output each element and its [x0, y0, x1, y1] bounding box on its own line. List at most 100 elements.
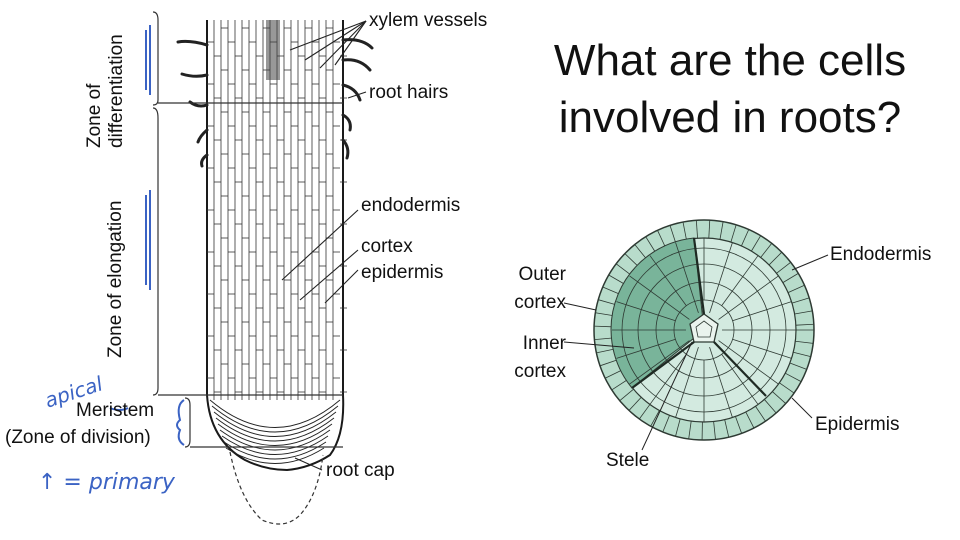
epidermis-cell-wall: [794, 310, 813, 315]
root-cap-label: root cap: [326, 460, 395, 481]
cs-stele-label: Stele: [606, 450, 650, 471]
meristem-arc: [223, 441, 327, 460]
cortex-cell-wall: [649, 255, 687, 306]
epidermis-cell-wall: [735, 416, 742, 434]
epidermis-cell-wall: [787, 284, 805, 293]
inner-cortex-line1: Inner: [522, 333, 566, 354]
zone-differentiation-label: Zone of differentiation: [84, 34, 128, 148]
endodermis-label: endodermis: [361, 195, 461, 216]
dark-cortex-sector: [610, 237, 705, 389]
epidermis-cell-wall: [724, 419, 730, 438]
root-cross-section: [563, 219, 829, 451]
meristem-arc: [211, 405, 339, 433]
epidermis-cell-wall: [793, 351, 811, 357]
epidermis-cell-wall: [611, 379, 628, 391]
epidermis-cell-wall: [669, 225, 676, 243]
cortex-cell-wall: [675, 346, 699, 418]
epidermis-cell-wall: [599, 359, 618, 367]
epidermis-cell-wall: [776, 261, 791, 274]
cortex-label: cortex: [361, 236, 413, 257]
cs-outer-cortex-label: Outer cortex: [494, 264, 566, 314]
epidermis-cell-wall: [594, 337, 613, 340]
cross-pointers: [563, 254, 829, 451]
stele: [689, 313, 719, 343]
outer-cortex-line2: cortex: [514, 292, 566, 313]
meristem-arc: [221, 435, 329, 455]
meristem-arc: [213, 411, 337, 437]
epidermis-cell-wall: [772, 391, 787, 404]
epidermis-cell-wall: [791, 297, 810, 304]
epidermis-cell-wall: [695, 220, 698, 239]
epidermis-cell-wall: [760, 243, 773, 258]
epidermis-cell-wall: [745, 411, 755, 429]
epidermis-cell-wall: [624, 253, 639, 267]
epidermis-cell-wall: [751, 235, 761, 252]
epidermis-label: epidermis: [361, 262, 444, 283]
handwritten-marks: [109, 25, 185, 446]
outer-cortex-line1: Outer: [518, 264, 566, 285]
epidermis-cell-wall: [615, 263, 631, 275]
epidermis-cell-wall: [634, 244, 647, 259]
epidermis-cell-wall: [795, 340, 814, 344]
epidermis-cell-wall: [768, 251, 783, 266]
epidermis-cell-wall: [708, 220, 711, 239]
meristem-arc: [215, 417, 335, 442]
zone-division-label: (Zone of division): [5, 427, 151, 448]
cortex-cell-wall: [721, 354, 759, 405]
epidermis-cell-wall: [619, 388, 634, 402]
epidermis-cell-wall: [639, 404, 651, 420]
meristem-label: Meristem: [76, 400, 155, 421]
root-outline: [206, 20, 345, 472]
pointer-lines: [281, 20, 367, 471]
epidermis-cell-wall: [650, 410, 660, 427]
epidermis-cell-wall: [596, 348, 615, 354]
epidermis-cell-wall: [645, 236, 656, 253]
epidermis-cell-wall: [657, 230, 666, 247]
meristem-arc: [225, 447, 325, 464]
cortex-cell-wall: [718, 275, 779, 320]
epidermis-cell-wall: [764, 399, 777, 414]
epidermis-cell-wall: [682, 221, 687, 240]
xylem-vessels-label: xylem vessels: [369, 10, 488, 31]
epidermis-cell-wall: [741, 229, 750, 247]
root-hairs-label: root hairs: [369, 82, 449, 103]
epidermis-cell-wall: [789, 362, 807, 370]
radial-divisions: [631, 237, 767, 397]
cs-inner-cortex-label: Inner cortex: [494, 333, 566, 383]
epidermis-cell-wall: [755, 406, 766, 422]
root-longitudinal-section: [109, 11, 374, 525]
epidermis-cell-wall: [785, 372, 802, 382]
cortex-cell-wall: [721, 255, 759, 306]
root-hairs: [176, 38, 374, 168]
handwritten-primary: ↑ = primary: [38, 470, 175, 495]
epidermis-cell-wall: [719, 221, 724, 240]
epidermis-cell-wall: [713, 421, 716, 440]
epidermis-cell-wall: [675, 418, 681, 437]
cortex-cell-wall: [629, 340, 690, 385]
zone-diff-line1: Zone of: [84, 83, 105, 148]
epidermis-cell-wall: [662, 415, 670, 433]
epidermis-cell-wall: [598, 299, 616, 306]
epidermis-cell-wall: [628, 397, 642, 411]
zone-brackets: [152, 11, 343, 448]
epidermis-cell-wall: [608, 274, 625, 285]
epidermis-cell-wall: [595, 312, 614, 317]
meristem-arc: [209, 399, 341, 428]
cortex-cell-wall: [616, 338, 676, 359]
epidermis-cell-wall: [602, 286, 620, 295]
page-title: What are the cells involved in roots?: [553, 36, 907, 143]
meristem-arc: [217, 423, 333, 446]
epidermis-cell-wall: [688, 421, 692, 439]
cell-files: [207, 20, 347, 400]
cs-epidermis-label: Epidermis: [815, 414, 900, 435]
cortex-cell-wall: [732, 338, 792, 359]
root-cap: [229, 451, 324, 525]
cortex-cell-wall: [616, 301, 676, 322]
meristem-arc: [219, 429, 331, 451]
epidermis-cell-wall: [730, 224, 737, 243]
cortex-cells: [612, 238, 796, 422]
epidermis-cell-wall: [594, 325, 613, 328]
cortex-cell-wall: [709, 242, 733, 314]
xylem-vessels-stipple: [266, 20, 280, 80]
